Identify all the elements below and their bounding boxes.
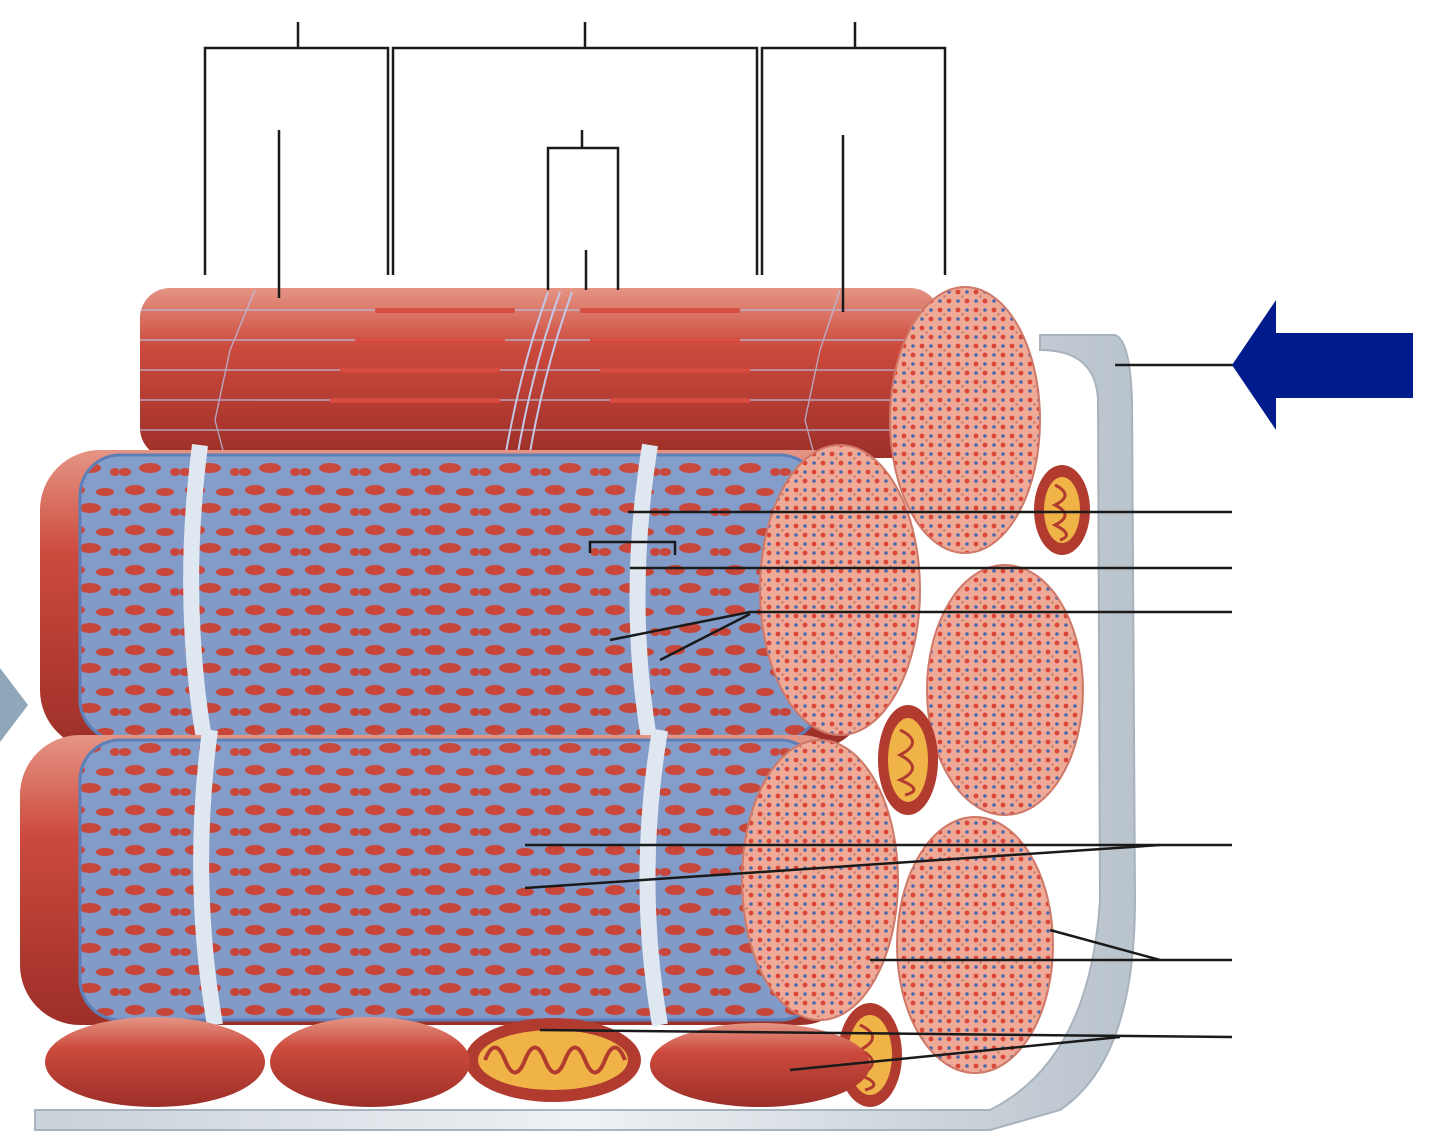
myofibril-bottom-with-sr — [20, 728, 899, 1027]
gray-arrow-icon — [0, 668, 28, 742]
myofibril-top — [140, 286, 1041, 554]
myofibril-cross-sections — [896, 564, 1084, 1074]
label-leader-lines — [203, 22, 1235, 1072]
bottom-red-cells — [45, 1017, 870, 1107]
navy-arrow-icon — [1232, 300, 1413, 430]
sarcolemma-membrane — [34, 334, 1137, 1131]
myofibril-middle-with-sr — [40, 443, 921, 750]
